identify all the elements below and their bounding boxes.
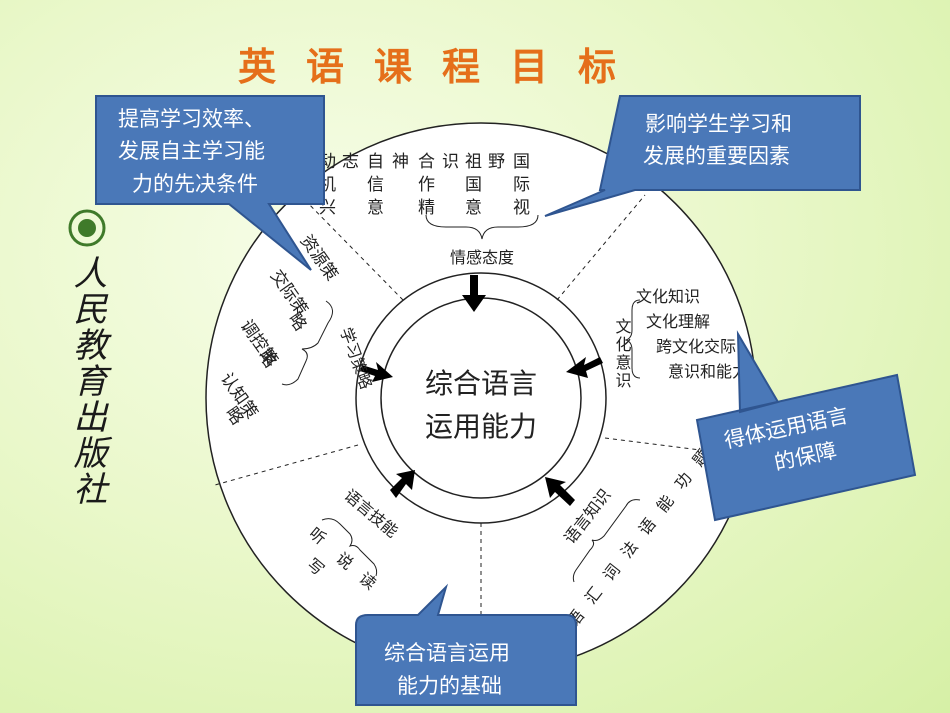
callout-text: 综合语言运用	[384, 641, 510, 665]
arrow-upleft-icon	[545, 477, 575, 506]
callout-text: 提高学习效率、	[118, 107, 265, 131]
callout-text: 能力的基础	[397, 674, 502, 698]
strategy-brace	[281, 300, 333, 386]
publisher-logo: 人民教育出版社	[67, 209, 107, 507]
callout-right: 得体运用语言 的保障	[695, 330, 917, 522]
affect-column: 自信意	[363, 152, 384, 221]
culture-label: 文化意识	[613, 318, 632, 390]
culture-item: 意识和能力	[668, 362, 748, 381]
culture-item: 文化理解	[646, 312, 710, 331]
culture-brace	[624, 299, 641, 379]
center-line2: 运用能力	[425, 410, 537, 443]
affect-sector: 动机兴 志 自信意 神 合作精 识 祖国意 野 国际视 情感态度	[315, 152, 539, 267]
callout-text: 力的先决条件	[132, 172, 258, 196]
arrow-down-icon	[462, 275, 486, 312]
affect-column: 野	[484, 152, 505, 175]
culture-item: 跨文化交际	[656, 337, 736, 356]
knowledge-brace	[572, 499, 641, 583]
callout-top-left: 提高学习效率、 发展自主学习能 力的先决条件	[95, 95, 325, 271]
center-line1: 综合语言	[425, 367, 537, 400]
affect-column: 祖国意	[461, 152, 482, 221]
callout-text: 发展自主学习能	[118, 139, 265, 163]
skills-brace	[321, 518, 378, 577]
culture-sector: 文化意识 文化知识 文化理解 跨文化交际 意识和能力	[613, 287, 749, 390]
arrow-left-icon	[566, 357, 603, 378]
logo-emblem-icon	[68, 209, 106, 247]
affect-label: 情感态度	[450, 248, 514, 267]
affect-column: 国际视	[509, 152, 530, 221]
affect-column: 合作精	[414, 152, 435, 221]
slide-title: 英语课程目标	[238, 45, 646, 89]
callout-top-right: 影响学生学习和 发展的重要因素	[544, 95, 861, 217]
affect-column: 志	[338, 152, 359, 175]
callout-text: 影响学生学习和	[645, 112, 792, 136]
publisher-logo-text: 人民教育出版社	[67, 255, 107, 507]
logo-emblem-core	[78, 219, 96, 237]
goal-wheel: 综合语言 运用能力 动机兴 志 自信意 神 合作精 识 祖国意 野 国际视 情感…	[205, 122, 757, 674]
callout-bottom: 综合语言运用 能力的基础	[355, 583, 577, 706]
callout-text: 发展的重要因素	[643, 144, 790, 168]
affect-column: 神	[388, 152, 409, 175]
arrow-right-icon	[360, 362, 393, 382]
culture-item: 文化知识	[636, 287, 700, 306]
affect-brace	[425, 214, 539, 240]
arrows	[360, 275, 603, 506]
affect-column: 识	[438, 152, 459, 175]
arrow-upright-icon	[390, 470, 415, 498]
